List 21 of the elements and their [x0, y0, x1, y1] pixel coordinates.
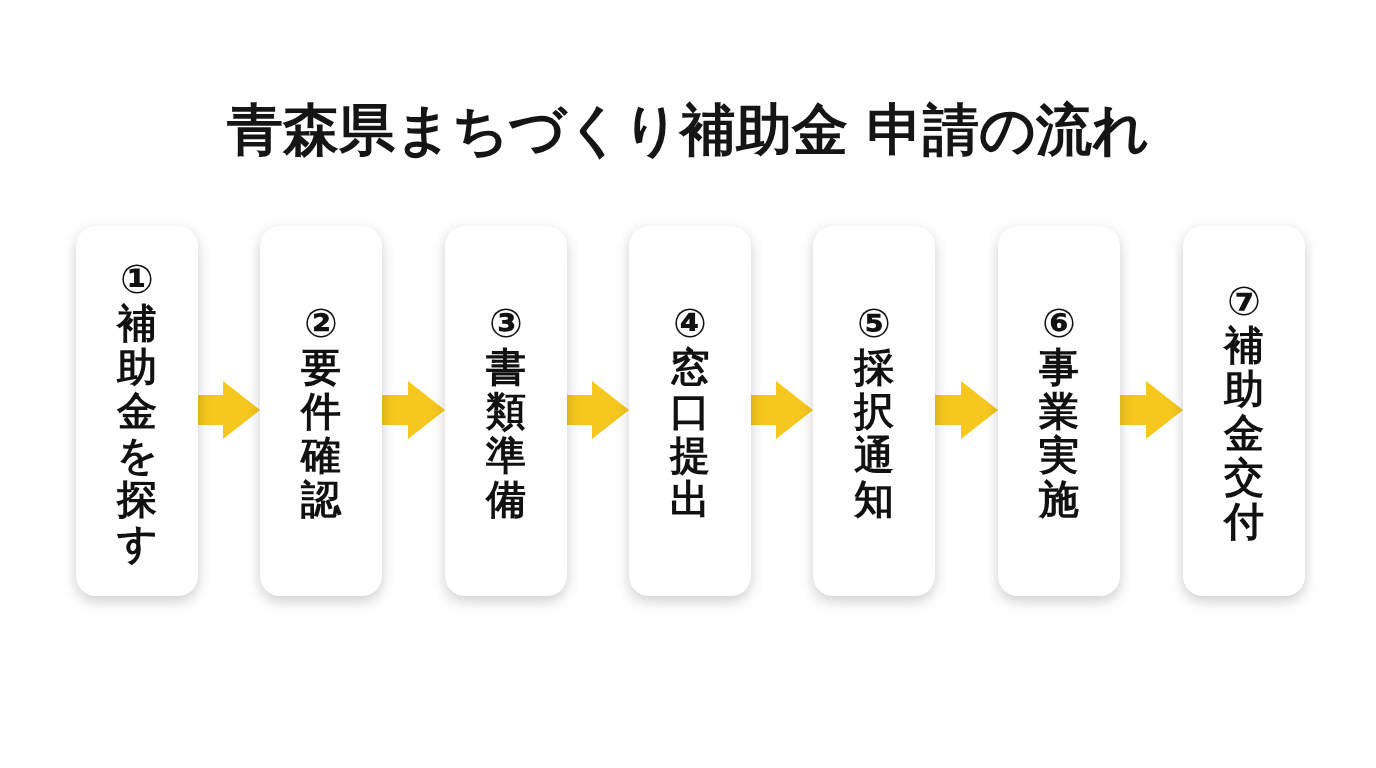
step-label: ④窓口提出 [668, 301, 711, 521]
title: 青森県まちづくり補助金 申請の流れ [226, 97, 1150, 162]
step-card [445, 226, 567, 596]
step-label: ⑦補助金交付 [1222, 279, 1265, 543]
arrow [382, 381, 445, 439]
arrow [567, 381, 629, 439]
step-card [629, 226, 751, 596]
arrow [198, 381, 260, 439]
step-card [813, 226, 935, 596]
step-card [76, 226, 198, 596]
arrow [935, 381, 998, 439]
step-label: ②要件確認 [299, 301, 343, 521]
step-card [260, 226, 382, 596]
arrow [1120, 381, 1183, 439]
step-card [1183, 226, 1305, 596]
arrow [751, 381, 813, 439]
step-label: ⑥事業実施 [1037, 301, 1080, 521]
step-label: ①補助金を探す [115, 257, 159, 565]
step-label: ③書類準備 [484, 301, 527, 521]
step-label: ⑤採択通知 [852, 301, 895, 521]
step-card [998, 226, 1120, 596]
